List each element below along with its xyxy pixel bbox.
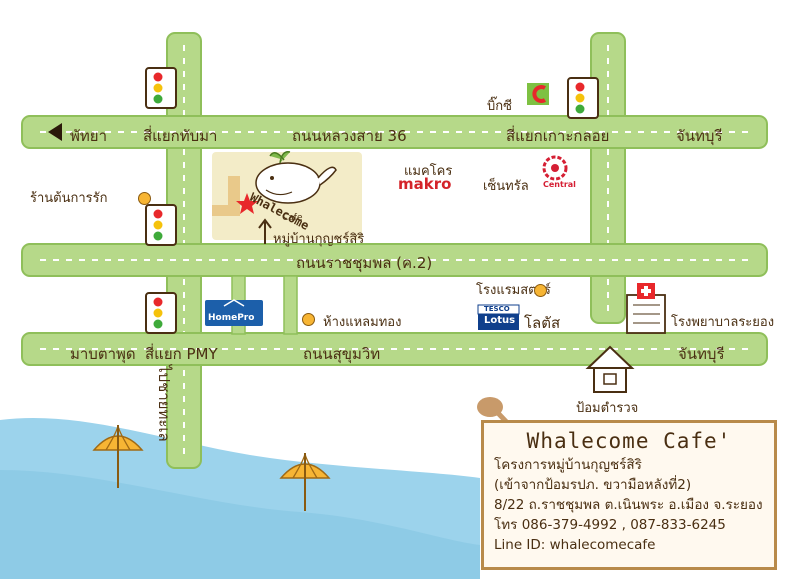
traffic-light-icon <box>145 67 177 109</box>
label-police-box: ป้อมตำรวจ <box>576 401 639 416</box>
info-project: โครงการหมู่บ้านกุญชร์สิริ <box>494 457 642 473</box>
sea-wave <box>0 470 480 579</box>
label-homepro: HomePro <box>208 313 255 323</box>
label-pattaya: พัทยา <box>70 127 107 145</box>
road-connector-2 <box>283 275 298 335</box>
label-hotel: โรงแรมสตาร์ <box>476 283 551 298</box>
village-arrow-icon <box>258 218 272 244</box>
label-tubma-junction: สี่แยกทับมา <box>143 127 218 145</box>
label-hospital: โรงพยาบาลระยอง <box>671 315 775 330</box>
big-c-logo <box>527 83 549 105</box>
info-phone: โทร 086-379-4992 , 087-833-6245 <box>494 517 726 533</box>
info-card: Whalecome Cafe' โครงการหมู่บ้านกุญชร์สิร… <box>481 420 777 570</box>
info-title: Whalecome Cafe' <box>526 429 732 453</box>
road-vertical-right <box>590 32 626 324</box>
label-lotus-th: โลตัส <box>524 314 561 332</box>
label-lotus: Lotus <box>484 315 516 326</box>
traffic-light-icon <box>567 77 599 119</box>
info-address: 8/22 ถ.ราชชุมพล ต.เนินพระ อ.เมือง จ.ระยอ… <box>494 497 763 513</box>
homepro-logo <box>205 300 263 326</box>
central-logo <box>542 155 568 181</box>
left-arrow-icon <box>48 123 62 141</box>
label-ratchumpol-road: ถนนราชชุมพล (ค.2) <box>296 254 433 272</box>
label-to-beach: ไปชายทะเล <box>155 365 173 442</box>
label-tesco: TESCO <box>484 305 510 313</box>
label-tonkarnrak-shop: ร้านต้นการรัก <box>30 191 108 206</box>
info-directions: (เข้าจากป้อมรปภ. ขวามือหลังที่2) <box>494 477 692 493</box>
cafe-lane <box>212 176 240 216</box>
label-sukhumvit: ถนนสุขุมวิท <box>303 345 381 363</box>
homepro-roof <box>223 299 245 307</box>
tesco-band <box>477 304 520 315</box>
label-makro: makro <box>398 175 452 193</box>
label-chanthaburi-bottom: จันทบุรี <box>678 345 725 363</box>
label-laemthong: ห้างแหลมทอง <box>323 315 402 330</box>
label-kohkloy-junction: สี่แยกเกาะกลอย <box>506 127 610 145</box>
label-central: Central <box>543 180 576 189</box>
label-kunsiri-village: หมู่บ้านกุญชร์สิริ <box>273 232 365 247</box>
road-36 <box>21 115 768 149</box>
traffic-light-icon <box>145 204 177 246</box>
label-road-36: ถนนหลวงสาย 36 <box>292 127 407 145</box>
traffic-light-icon <box>145 292 177 334</box>
label-pmy-junction: สี่แยก PMY <box>145 345 218 363</box>
whale-icon <box>255 150 337 204</box>
road-ratchumpol <box>21 243 768 277</box>
info-line-id: Line ID: whalecomecafe <box>494 537 656 553</box>
road-sukhumvit <box>21 332 768 366</box>
label-makro-th: แมคโคร <box>404 164 453 179</box>
label-cafe: Cafe <box>282 213 303 223</box>
label-central-th: เซ็นทรัล <box>483 179 529 194</box>
cafe-location-star-icon <box>236 193 258 214</box>
poi-marker-icon <box>302 313 315 326</box>
label-big-c: บิ๊กซี <box>487 99 512 114</box>
police-box-icon <box>585 345 635 393</box>
poi-marker-icon <box>534 284 547 297</box>
beach-umbrella-icon <box>279 452 331 511</box>
label-maptaphut: มาบตาพุด <box>70 345 136 363</box>
label-chanthaburi-top: จันทบุรี <box>676 127 723 145</box>
hospital-icon <box>626 283 666 334</box>
poi-marker-icon <box>138 192 151 205</box>
beach-umbrella-icon <box>92 424 144 488</box>
